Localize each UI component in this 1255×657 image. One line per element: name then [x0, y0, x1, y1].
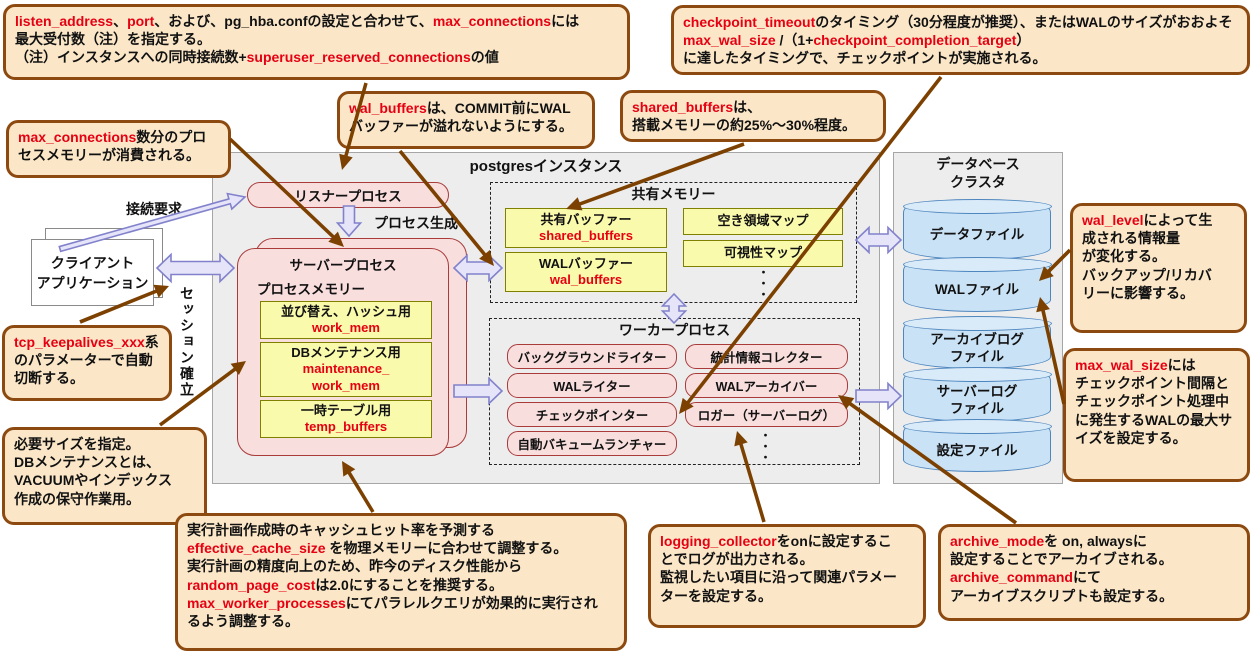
config-file-label: 設定ファイル — [936, 443, 1018, 459]
callout-checkpoint-timeout: checkpoint_timeoutのタイミング（30分程度が推奨）、またはWA… — [671, 5, 1250, 75]
temp-buffers-label: 一時テーブル用 — [300, 402, 392, 418]
shared-buffers-label: 共有バッファー — [540, 211, 632, 227]
temp-buffers-param: temp_buffers — [304, 419, 388, 434]
shared-buffers-box: 共有バッファー shared_buffers — [505, 208, 667, 248]
free-space-map-box: 空き領域マップ — [683, 208, 843, 235]
wal-buffers-label: WALバッファー — [539, 255, 633, 271]
listener-process-label: リスナープロセス — [294, 189, 402, 204]
callout-max-wal-size: max_wal_sizeには チェックポイント間隔と チェックポイント処理中 に… — [1063, 348, 1250, 482]
bgwriter-box: バックグラウンドライター — [507, 344, 677, 369]
callout-wal-buffers: wal_buffersは、COMMIT前にWAL バッファーが溢れないようにする… — [337, 91, 595, 149]
listener-process-box: リスナープロセス — [247, 182, 449, 208]
autovacuum-box: 自動バキュームランチャー — [507, 431, 677, 456]
callout-wal-level: wal_levelによって生 成される情報量 が変化する。 バックアップ/リカバ… — [1070, 203, 1247, 333]
session-establish-label: セッション確立 — [179, 286, 195, 398]
visibility-map-label: 可視性マップ — [723, 245, 802, 261]
shared-memory-title: 共有メモリー — [631, 186, 716, 202]
callout-listen-address: listen_address、port、および、pg_hba.confの設定と合… — [3, 4, 630, 80]
wal-buffers-param: wal_buffers — [549, 272, 623, 287]
config-file-cylinder: 設定ファイル — [902, 419, 1052, 472]
callout-memory-size: 必要サイズを指定。 DBメンテナンスとは、 VACUUMやインデックス 作成の保… — [2, 427, 207, 525]
wal-file-label: WALファイル — [935, 282, 1019, 298]
walwriter-label: WALライター — [553, 380, 631, 394]
visibility-map-box: 可視性マップ — [683, 240, 843, 267]
temp-buffers-box: 一時テーブル用 temp_buffers — [260, 400, 432, 438]
stats-collector-label: 統計情報コレクター — [710, 351, 823, 365]
wal-archiver-label: WALアーカイバー — [715, 380, 818, 394]
archive-log-file-cylinder: アーカイブログ ファイル — [902, 316, 1052, 369]
maintenance-work-mem-param: maintenance_ work_mem — [302, 361, 390, 393]
wal-archiver-box: WALアーカイバー — [685, 373, 848, 398]
bgwriter-label: バックグラウンドライター — [517, 351, 667, 365]
server-log-file-cylinder: サーバーログ ファイル — [902, 367, 1052, 422]
instance-title: postgresインスタンス — [469, 158, 623, 175]
shared-memory-ellipsis: ・ ・ ・ — [758, 267, 769, 301]
work-mem-label: 並び替え、ハッシュ用 — [280, 303, 411, 319]
archive-log-file-label: アーカイブログ ファイル — [930, 331, 1024, 364]
work-mem-box: 並び替え、ハッシュ用 work_mem — [260, 301, 432, 339]
wal-buffers-box: WALバッファー wal_buffers — [505, 252, 667, 292]
callout-shared-buffers: shared_buffersは、 搭載メモリーの約25%～30%程度。 — [620, 90, 886, 142]
logger-label: ロガー（サーバーログ） — [697, 409, 836, 423]
worker-process-title: ワーカープロセス — [618, 322, 731, 338]
checkpointer-box: チェックポインター — [507, 402, 677, 427]
checkpointer-label: チェックポインター — [535, 409, 649, 423]
callout-tcp-keepalives: tcp_keepalives_xxx系 のパラメーターで自動 切断する。 — [2, 325, 172, 401]
client-app-label: クライアント アプリケーション — [36, 254, 149, 291]
process-memory-title: プロセスメモリー — [257, 282, 365, 297]
callout-planner-params: 実行計画作成時のキャッシュヒット率を予測する effective_cache_s… — [175, 513, 627, 651]
stats-collector-box: 統計情報コレクター — [685, 344, 848, 369]
server-log-file-label: サーバーログ ファイル — [936, 383, 1018, 416]
autovacuum-label: 自動バキュームランチャー — [517, 438, 667, 452]
cluster-title: データベース クラスタ — [936, 156, 1020, 190]
maintenance-work-mem-box: DBメンテナンス用 maintenance_ work_mem — [260, 342, 432, 397]
worker-ellipsis: ・ ・ ・ — [760, 430, 771, 464]
connection-request-label: 接続要求 — [126, 201, 182, 217]
client-app-card: クライアント アプリケーション — [31, 239, 154, 306]
shared-buffers-param: shared_buffers — [539, 228, 633, 243]
server-process-label: サーバープロセス — [289, 258, 397, 273]
free-space-map-label: 空き領域マップ — [717, 213, 809, 229]
data-file-cylinder: データファイル — [902, 199, 1052, 260]
callout-max-connections: max_connections数分のプロ セスメモリーが消費される。 — [6, 120, 231, 178]
callout-logging-collector: logging_collectorをonに設定するこ とでログが出力される。 監… — [648, 524, 926, 628]
logger-box: ロガー（サーバーログ） — [685, 402, 848, 427]
work-mem-param: work_mem — [312, 320, 380, 335]
wal-file-cylinder: WALファイル — [902, 257, 1052, 312]
walwriter-box: WALライター — [507, 373, 677, 398]
process-spawn-label: プロセス生成 — [374, 215, 458, 231]
data-file-label: データファイル — [929, 227, 1025, 243]
maintenance-work-mem-label: DBメンテナンス用 — [291, 345, 401, 361]
callout-archive-mode: archive_modeを on, alwaysに 設定することでアーカイブされ… — [938, 524, 1250, 621]
